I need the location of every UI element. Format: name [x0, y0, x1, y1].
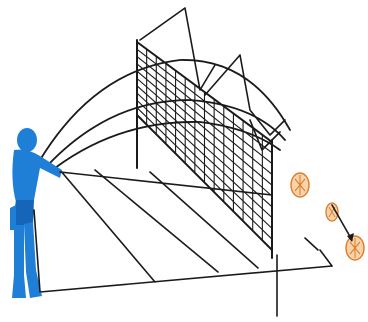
court-lines — [40, 170, 332, 316]
player-head — [17, 128, 37, 152]
court-short-line — [305, 238, 318, 250]
court-line-left — [60, 170, 155, 282]
zigzag-shots — [140, 8, 285, 150]
net-mesh — [137, 49, 272, 240]
shuttle-flight-line — [332, 205, 352, 240]
court-line-center — [95, 170, 218, 272]
net — [137, 40, 272, 258]
zigzag-shot-1 — [140, 8, 215, 90]
player-leg-left — [12, 225, 26, 298]
shuttlecock-icon — [346, 236, 364, 260]
shuttlecock-icon — [291, 173, 309, 197]
player-figure-icon — [10, 128, 272, 298]
court-side-corner — [320, 250, 332, 266]
court-baseline — [40, 266, 332, 292]
serve-line — [60, 172, 272, 195]
shuttlecocks — [291, 173, 364, 260]
